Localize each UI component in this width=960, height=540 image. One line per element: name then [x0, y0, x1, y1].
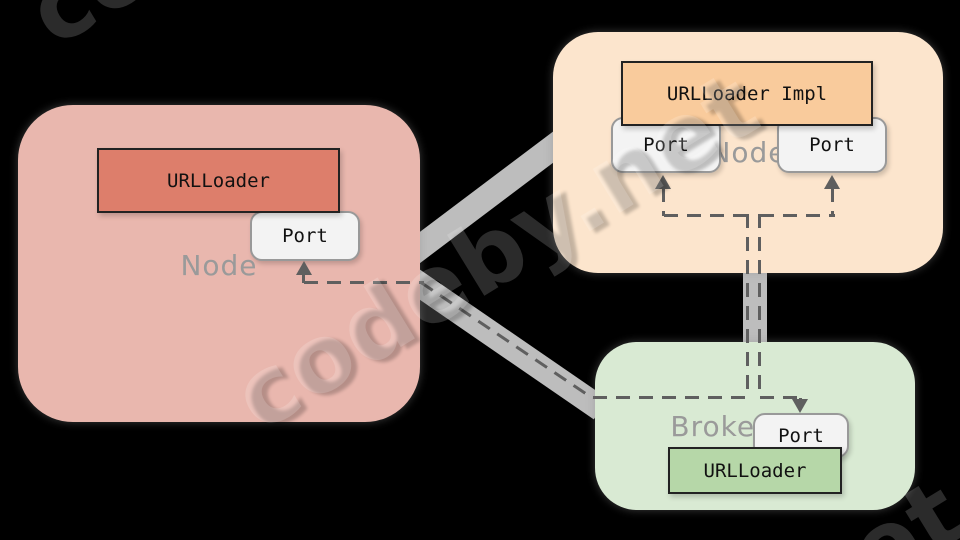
dashed-connector-segment	[664, 214, 748, 217]
port-label: Port	[282, 225, 328, 247]
dashed-connector-segment	[758, 214, 761, 398]
port-left-node: Port	[250, 211, 360, 261]
arrowhead-into-top-right-port-icon	[824, 175, 840, 189]
port-top-node-left: Port	[611, 117, 721, 173]
dashed-connector-segment	[593, 396, 751, 399]
link-band-leftnode-topnode	[400, 130, 569, 267]
node-top-label: Node	[709, 136, 787, 169]
arrowhead-into-broker-port-icon	[792, 399, 808, 413]
node-left-label: Node	[180, 249, 258, 282]
broker-label: Broker	[670, 410, 768, 443]
port-label: Port	[643, 134, 689, 156]
dashed-connector-segment	[746, 214, 749, 398]
port-label: Port	[778, 424, 824, 447]
dashed-connector-segment	[831, 188, 834, 216]
urlloader-box: URLLoader	[97, 148, 340, 213]
watermark-text-tile: codeby.net	[10, 0, 572, 68]
broker-urlloader-box: URLLoader	[668, 447, 842, 494]
dashed-connector-segment	[302, 272, 305, 283]
dashed-connector-segment	[760, 396, 802, 399]
dashed-connector-segment	[420, 281, 594, 400]
port-label: Port	[809, 134, 855, 156]
dashed-connector-segment	[662, 188, 665, 216]
arrowhead-into-top-left-port-icon	[655, 175, 671, 189]
broker-urlloader-box-label: URLLoader	[703, 459, 807, 482]
dashed-connector-segment	[760, 214, 835, 217]
urlloader-box-label: URLLoader	[167, 169, 270, 192]
urlloader-impl-box: URLLoader Impl	[621, 61, 873, 126]
urlloader-impl-box-label: URLLoader Impl	[666, 82, 828, 105]
arrowhead-into-left-port-icon	[296, 261, 312, 275]
dashed-connector-segment	[304, 281, 424, 284]
